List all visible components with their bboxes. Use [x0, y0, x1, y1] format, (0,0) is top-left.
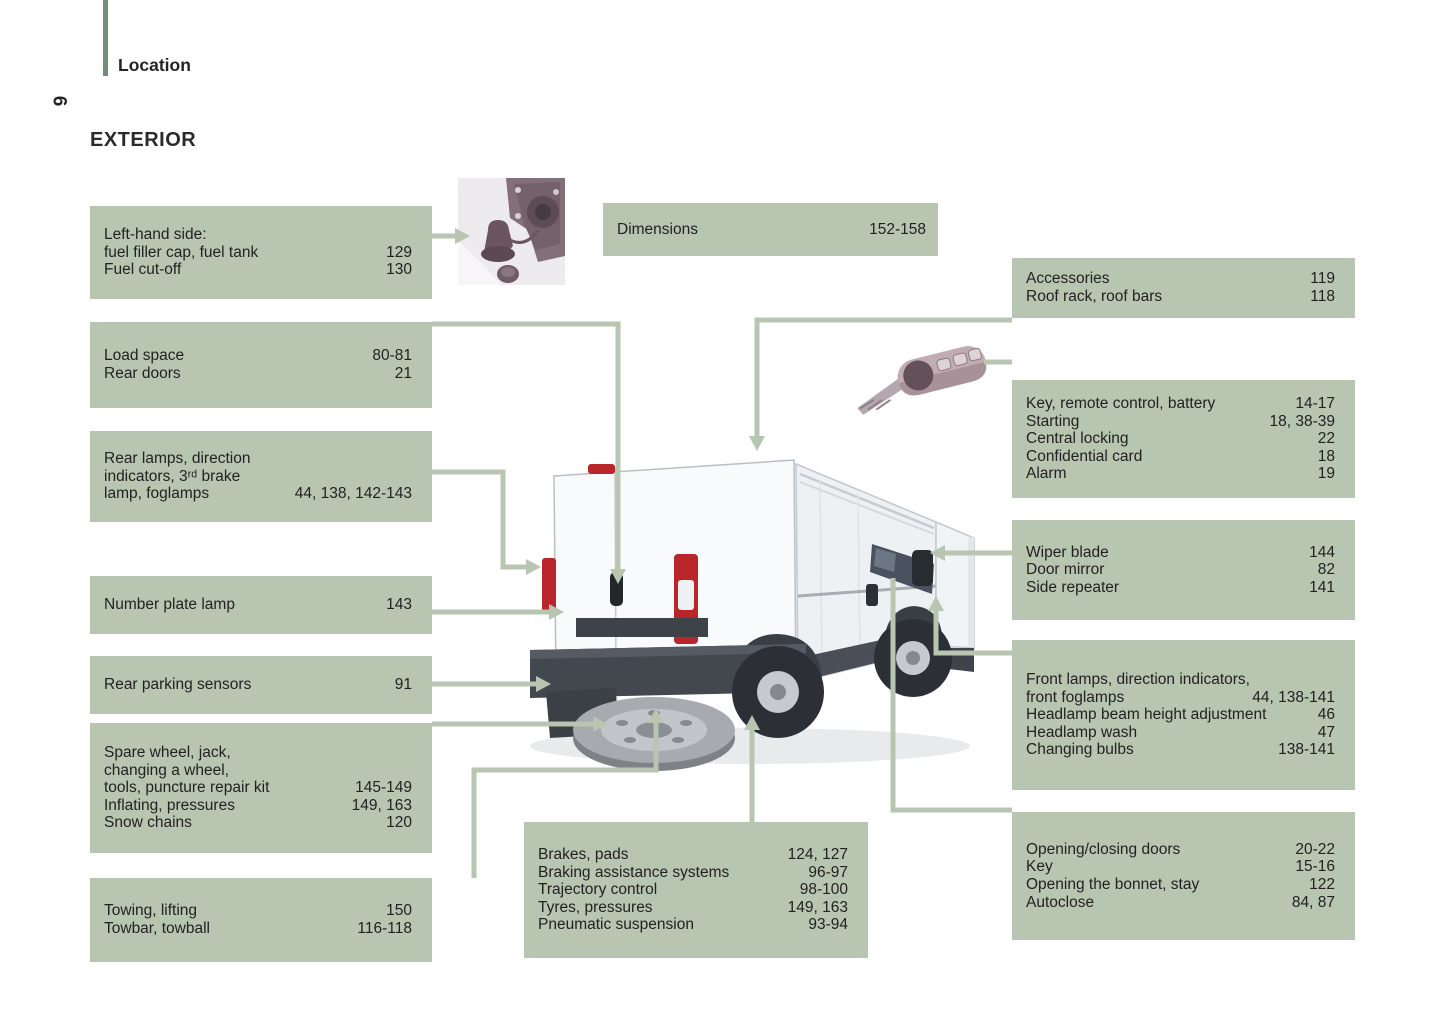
section-accent-bar [103, 0, 108, 76]
arrow-brakes [744, 715, 760, 730]
connector-rear-lamps [432, 469, 527, 570]
info-box-rear-lamps: Rear lamps, direction indicators, 3ʳᵈ br… [90, 431, 432, 522]
remote-control-key-photo [857, 346, 987, 415]
manual-entry: Front lamps, direction indicators, [1026, 671, 1250, 689]
connector-opening-doors [890, 578, 1012, 813]
info-box-front-lamps: Front lamps, direction indicators, front… [1012, 640, 1355, 790]
connector-front-lamps [933, 610, 1012, 656]
page-title: EXTERIOR [90, 129, 197, 151]
manual-entry: indicators, 3ʳᵈ brake [104, 467, 241, 485]
arrow-front-lamps [928, 596, 944, 611]
arrow-rear-lamps [526, 559, 541, 575]
section-label: Location [118, 55, 191, 75]
connector-load-space [432, 321, 621, 570]
arrow-roof-rack [749, 436, 765, 451]
manual-entry: Left-hand side: [104, 226, 207, 244]
manual-entry: changing a wheel, [104, 761, 229, 779]
arrow-load-space [610, 569, 626, 584]
van-rear-three-quarter-view [530, 459, 975, 771]
manual-entry: Spare wheel, jack, [104, 744, 231, 762]
connector-towing [471, 722, 659, 878]
info-box-spare-wheel: Spare wheel, jack, changing a wheel, too… [90, 723, 432, 853]
arrow-parking-sensors [536, 676, 551, 692]
fuel-filler-cap-photo [458, 178, 565, 285]
connector-roof-rack [754, 317, 1012, 437]
arrow-spare-wheel [593, 716, 608, 732]
manual-entry: Rear lamps, direction [104, 450, 251, 468]
arrow-wiper [930, 545, 945, 561]
arrow-number-plate [549, 604, 564, 620]
arrow-fuel-cap [455, 228, 470, 244]
info-box-fuel-filler: Left-hand side: fuel filler cap, fuel ta… [90, 206, 432, 299]
arrow-towing [648, 708, 664, 723]
